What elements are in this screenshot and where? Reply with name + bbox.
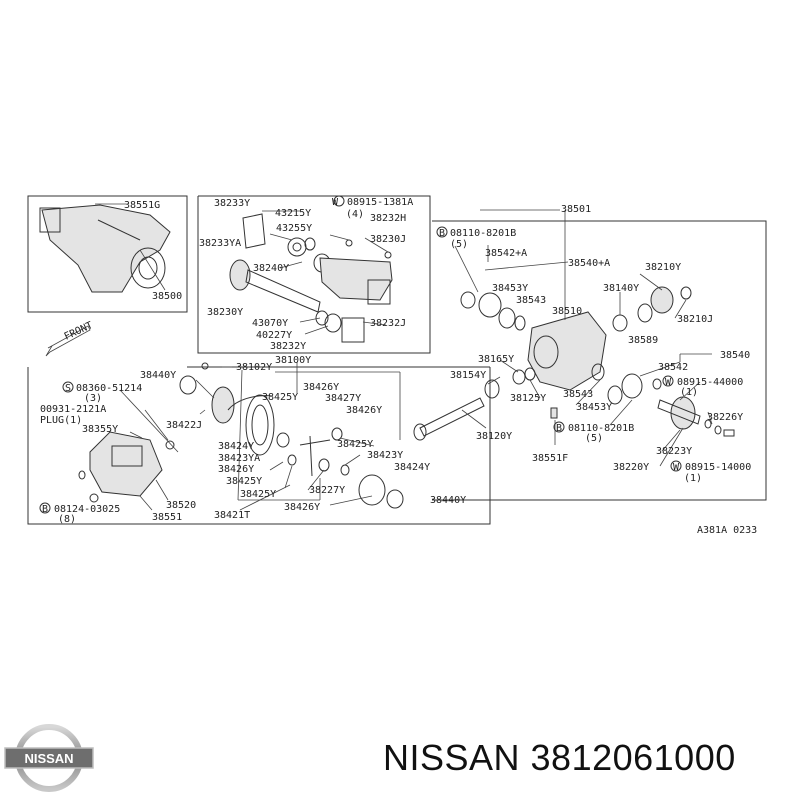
label-38543-bot: 38543 [563,389,593,400]
label-38423YA: 38423YA [218,453,260,464]
label-38426Y-2: 38426Y [346,405,382,416]
label-38453Y-top: 38453Y [492,283,528,294]
label-43255Y: 43255Y [276,223,312,234]
label-08360-51214: 08360-51214 [76,383,142,394]
drawing-code: A381A 0233 [697,525,757,536]
label-38520: 38520 [166,500,196,511]
label-38125Y: 38125Y [510,393,546,404]
marker-symbols [39,195,682,514]
label-38100Y: 38100Y [275,355,311,366]
label-38210J: 38210J [677,314,713,325]
label-38425Y-2: 38425Y [337,439,373,450]
label-38589: 38589 [628,335,658,346]
label-38210Y: 38210Y [645,262,681,273]
label-08915-44000: 08915-44000 [677,377,743,388]
label-38440Y-bot: 38440Y [430,495,466,506]
label-38421T: 38421T [214,510,250,521]
label-w2-qty: (1) [680,387,698,398]
b-mark-2: B [556,423,562,434]
axle-shaft-group [229,210,393,343]
label-38220Y: 38220Y [613,462,649,473]
label-38426Y-1: 38426Y [303,382,339,393]
label-38551G: 38551G [124,200,160,211]
label-38500: 38500 [152,291,182,302]
label-w1-qty: (4) [346,209,364,220]
label-38165Y: 38165Y [478,354,514,365]
label-38233Y: 38233Y [214,198,250,209]
w-mark-3: W [673,462,680,473]
nissan-logo: NISSAN [4,724,94,792]
label-08915-1381A: 08915-1381A [347,197,413,208]
label-b3-qty: (8) [58,514,76,525]
label-38226Y: 38226Y [707,412,743,423]
label-38540A: 38540+A [568,258,610,269]
axle-housing-inset [39,203,171,293]
carrier-group [413,209,735,467]
b-mark-1: B [439,228,445,239]
label-08124-03025: 08124-03025 [54,504,120,515]
label-38551F: 38551F [532,453,568,464]
label-38425Y-4: 38425Y [240,489,276,500]
label-38426Y-3: 38426Y [218,464,254,475]
label-08110-8201B-bot: 08110-8201B [568,423,634,434]
s-mark: S [65,383,71,394]
label-38440Y-top: 38440Y [140,370,176,381]
label-38425Y-1: 38425Y [262,392,298,403]
label-38230J: 38230J [370,234,406,245]
label-38223Y: 38223Y [656,446,692,457]
part-number-caption: NISSAN 3812061000 [383,737,736,778]
label-w3-qty: (1) [684,473,702,484]
label-38425Y-3: 38425Y [226,476,262,487]
label-38154Y: 38154Y [450,370,486,381]
label-plug: PLUG(1) [40,415,82,426]
w-mark-2: W [665,377,672,388]
label-38453Y-bot: 38453Y [576,402,612,413]
label-b1-qty: (5) [450,239,468,250]
label-08110-8201B-top: 08110-8201B [450,228,516,239]
label-38240Y: 38240Y [253,263,289,274]
label-38424Y-2: 38424Y [394,462,430,473]
label-38140Y: 38140Y [603,283,639,294]
label-38227Y: 38227Y [309,485,345,496]
label-38355Y: 38355Y [82,424,118,435]
label-43215Y: 43215Y [275,208,311,219]
label-40227Y: 40227Y [256,330,292,341]
label-38426Y-4: 38426Y [284,502,320,513]
label-38120Y: 38120Y [476,431,512,442]
label-38232H: 38232H [370,213,406,224]
label-38423Y: 38423Y [367,450,403,461]
label-38501: 38501 [561,204,591,215]
label-38232Y: 38232Y [270,341,306,352]
label-00931-2121A: 00931-2121A [40,404,106,415]
logo-text: NISSAN [24,751,73,766]
label-38422J: 38422J [166,420,202,431]
label-43070Y: 43070Y [252,318,288,329]
label-38510: 38510 [552,306,582,317]
label-38540: 38540 [720,350,750,361]
label-38427Y: 38427Y [325,393,361,404]
label-38542: 38542 [658,362,688,373]
label-38232J: 38232J [370,318,406,329]
b-mark-3: B [42,504,48,515]
label-b2-qty: (5) [585,433,603,444]
part-labels: 38551G 38500 38233Y 43215Y 43255Y 38233Y… [40,197,757,536]
label-38551: 38551 [152,512,182,523]
label-38102Y: 38102Y [236,362,272,373]
label-38424Y-1: 38424Y [218,441,254,452]
label-38543-top: 38543 [516,295,546,306]
label-38233YA: 38233YA [199,238,241,249]
label-s1-qty: (3) [84,393,102,404]
label-38230Y: 38230Y [207,307,243,318]
diagram-frames [27,195,767,525]
label-38542A: 38542+A [485,248,527,259]
label-08915-14000: 08915-14000 [685,462,751,473]
front-label: FRONT [63,320,95,343]
front-arrow: FRONT [45,320,95,357]
w-mark-1: W [332,197,339,208]
exploded-parts-diagram: FRONT 38551G 38500 38233Y 43215Y 43255Y … [27,195,767,536]
differential-group [78,362,404,511]
